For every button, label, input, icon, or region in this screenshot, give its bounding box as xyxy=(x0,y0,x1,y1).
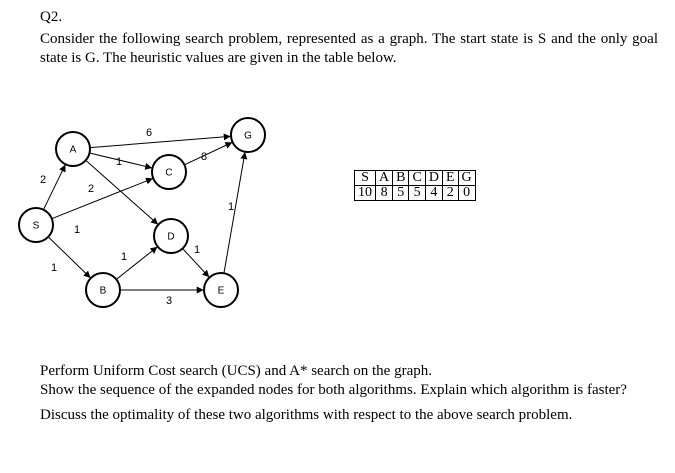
question-intro: Consider the following search problem, r… xyxy=(40,30,658,68)
node-c: C xyxy=(151,154,187,190)
heuristic-value-cell: 4 xyxy=(424,185,443,201)
node-circle xyxy=(85,272,121,308)
edge-cost-label: 1 xyxy=(194,244,200,256)
node-label: A xyxy=(70,145,77,156)
node-circle xyxy=(151,154,187,190)
edge-a-c xyxy=(89,152,153,170)
edge-cost-label: 2 xyxy=(40,174,46,186)
heuristic-value-cell: 5 xyxy=(392,185,410,201)
edge-d-e xyxy=(182,248,210,278)
edge-s-a xyxy=(42,164,66,210)
edge-cost-label: 1 xyxy=(74,224,80,236)
edge-cost-label: 6 xyxy=(146,127,152,139)
node-e: E xyxy=(203,272,239,308)
heuristic-table: S A B C D E G 10 8 5 5 4 2 0 xyxy=(354,170,476,201)
heuristic-state-cell: C xyxy=(408,170,426,186)
node-label: C xyxy=(165,168,172,179)
edge-a-g xyxy=(89,133,231,149)
heuristic-state-cell: A xyxy=(374,170,394,186)
edge-s-c xyxy=(51,177,153,220)
task-text: Discuss the optimality of these two algo… xyxy=(40,407,573,423)
task-text: Perform Uniform Cost search (UCS) and A*… xyxy=(40,363,432,379)
task-text: Show the sequence of the expanded nodes … xyxy=(40,382,627,398)
edge-cost-label: 3 xyxy=(166,295,172,307)
heuristic-state-row: S A B C D E G xyxy=(354,170,476,186)
node-b: B xyxy=(85,272,121,308)
edge-a-d xyxy=(85,159,159,225)
edge-cost-label: 1 xyxy=(51,262,57,274)
heuristic-value-cell: 10 xyxy=(354,185,376,201)
node-label: G xyxy=(244,131,252,142)
heuristic-state-cell: D xyxy=(424,170,443,186)
edge-e-g xyxy=(223,152,248,274)
edge-cost-label: 2 xyxy=(88,183,94,195)
heuristic-value-row: 10 8 5 5 4 2 0 xyxy=(354,185,476,201)
node-label: S xyxy=(33,221,40,232)
heuristic-state-cell: G xyxy=(457,170,476,186)
node-circle xyxy=(230,117,266,153)
node-label: B xyxy=(100,286,107,297)
node-label: E xyxy=(218,286,225,297)
heuristic-value-cell: 8 xyxy=(374,185,394,201)
node-circle xyxy=(18,207,54,243)
node-a: A xyxy=(55,131,91,167)
node-circle xyxy=(153,218,189,254)
heuristic-value-cell: 2 xyxy=(441,185,459,201)
edge-cost-label: 1 xyxy=(228,201,234,213)
intro-text: Consider the following search problem, r… xyxy=(40,31,658,66)
heuristic-state-cell: E xyxy=(441,170,459,186)
question-tasks: Perform Uniform Cost search (UCS) and A*… xyxy=(40,362,660,425)
node-g: G xyxy=(230,117,266,153)
node-d: D xyxy=(153,218,189,254)
edge-b-d xyxy=(116,246,158,280)
node-circle xyxy=(203,272,239,308)
edge-s-b xyxy=(47,236,91,278)
heuristic-value-cell: 0 xyxy=(457,185,476,201)
heuristic-state-cell: B xyxy=(392,170,410,186)
question-number: Q2. xyxy=(40,9,63,25)
heuristic-value-cell: 5 xyxy=(408,185,426,201)
edge-cost-label: 8 xyxy=(201,151,207,163)
node-label: D xyxy=(167,232,174,243)
edge-cost-label: 1 xyxy=(116,156,122,168)
search-graph: 2 1 1 1 2 6 8 1 3 1 1 S A B C D E G xyxy=(18,117,266,308)
heuristic-state-cell: S xyxy=(354,170,376,186)
edge-cost-label: 1 xyxy=(121,251,127,263)
node-circle xyxy=(55,131,91,167)
edge-c-g xyxy=(184,142,233,166)
node-s: S xyxy=(18,207,54,243)
